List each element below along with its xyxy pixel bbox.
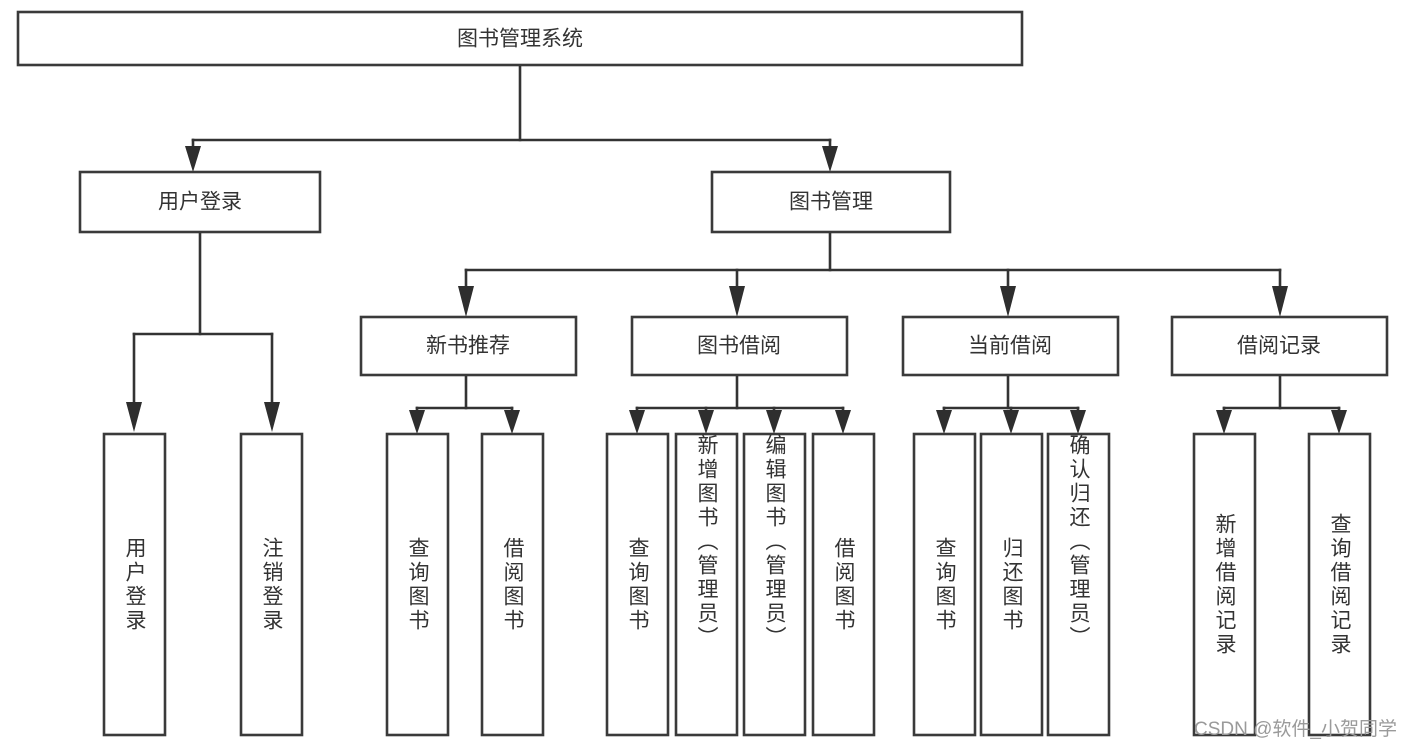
arrow-head-f3	[409, 410, 425, 434]
node-records-label: 借阅记录	[1237, 335, 1321, 358]
node-f4-box[interactable]	[480, 432, 545, 737]
connector-group-records-to-children	[1216, 373, 1347, 434]
node-borrow-box[interactable]	[630, 315, 849, 377]
arrow-head-f6	[698, 410, 714, 434]
node-borrow[interactable]: 图书借阅	[630, 315, 849, 377]
arrow-head-f4	[504, 410, 520, 434]
node-root-box[interactable]	[16, 10, 1024, 67]
arrow-head-bookmgmt	[822, 146, 838, 172]
arrow-head-f10	[1003, 410, 1019, 434]
arrow-head-f12	[1216, 410, 1232, 434]
node-root[interactable]: 图书管理系统	[16, 10, 1024, 67]
node-borrow-label: 图书借阅	[697, 335, 781, 358]
arrow-head-f8	[835, 410, 851, 434]
node-current-label: 当前借阅	[968, 335, 1052, 358]
arrow-head-f9	[936, 410, 952, 434]
node-f2-box[interactable]	[239, 432, 304, 737]
node-f10-box[interactable]	[979, 432, 1044, 737]
arrow-head-records	[1272, 286, 1288, 317]
node-f13-box[interactable]	[1307, 432, 1372, 737]
node-login-label: 用户登录	[158, 191, 242, 214]
node-f6-box[interactable]	[674, 432, 739, 737]
arrow-head-current	[1000, 286, 1016, 317]
arrow-head-f11	[1070, 410, 1086, 434]
node-f5-box[interactable]	[605, 432, 670, 737]
node-bookmgmt-box[interactable]	[710, 170, 952, 234]
connector-group-login-to-children	[126, 230, 280, 432]
node-f8-box[interactable]	[811, 432, 876, 737]
node-f1-box[interactable]	[102, 432, 167, 737]
node-login[interactable]: 用户登录	[78, 170, 322, 234]
connector-group-borrow-to-children	[629, 373, 851, 434]
node-newbook-box[interactable]	[359, 315, 578, 377]
arrow-head-f2	[264, 402, 280, 432]
arrow-head-login	[185, 146, 201, 172]
node-f11-box[interactable]	[1046, 432, 1111, 737]
node-f9-box[interactable]	[912, 432, 977, 737]
arrow-head-f1	[126, 402, 142, 432]
connector-group-newbook-to-children	[409, 373, 520, 434]
node-newbook-label: 新书推荐	[426, 335, 510, 358]
node-bookmgmt-label: 图书管理	[789, 191, 873, 214]
arrow-head-f5	[629, 410, 645, 434]
node-f3-box[interactable]	[385, 432, 450, 737]
arrow-head-f13	[1331, 410, 1347, 434]
connector-group-root-to-level1	[185, 63, 838, 172]
node-bookmgmt[interactable]: 图书管理	[710, 170, 952, 234]
node-records-box[interactable]	[1170, 315, 1389, 377]
connector-group-bookmgmt-to-level2	[458, 230, 1288, 317]
connector-group-current-to-children	[936, 373, 1086, 434]
node-newbook[interactable]: 新书推荐	[359, 315, 578, 377]
arrow-head-newbook	[458, 286, 474, 317]
node-f12-box[interactable]	[1192, 432, 1257, 737]
node-records[interactable]: 借阅记录	[1170, 315, 1389, 377]
node-current[interactable]: 当前借阅	[901, 315, 1120, 377]
node-root-label: 图书管理系统	[457, 28, 583, 51]
arrow-head-borrow	[729, 286, 745, 317]
node-login-box[interactable]	[78, 170, 322, 234]
node-f7-box[interactable]	[742, 432, 807, 737]
arrow-head-f7	[766, 410, 782, 434]
node-current-box[interactable]	[901, 315, 1120, 377]
leaf-boxes	[102, 432, 1372, 737]
